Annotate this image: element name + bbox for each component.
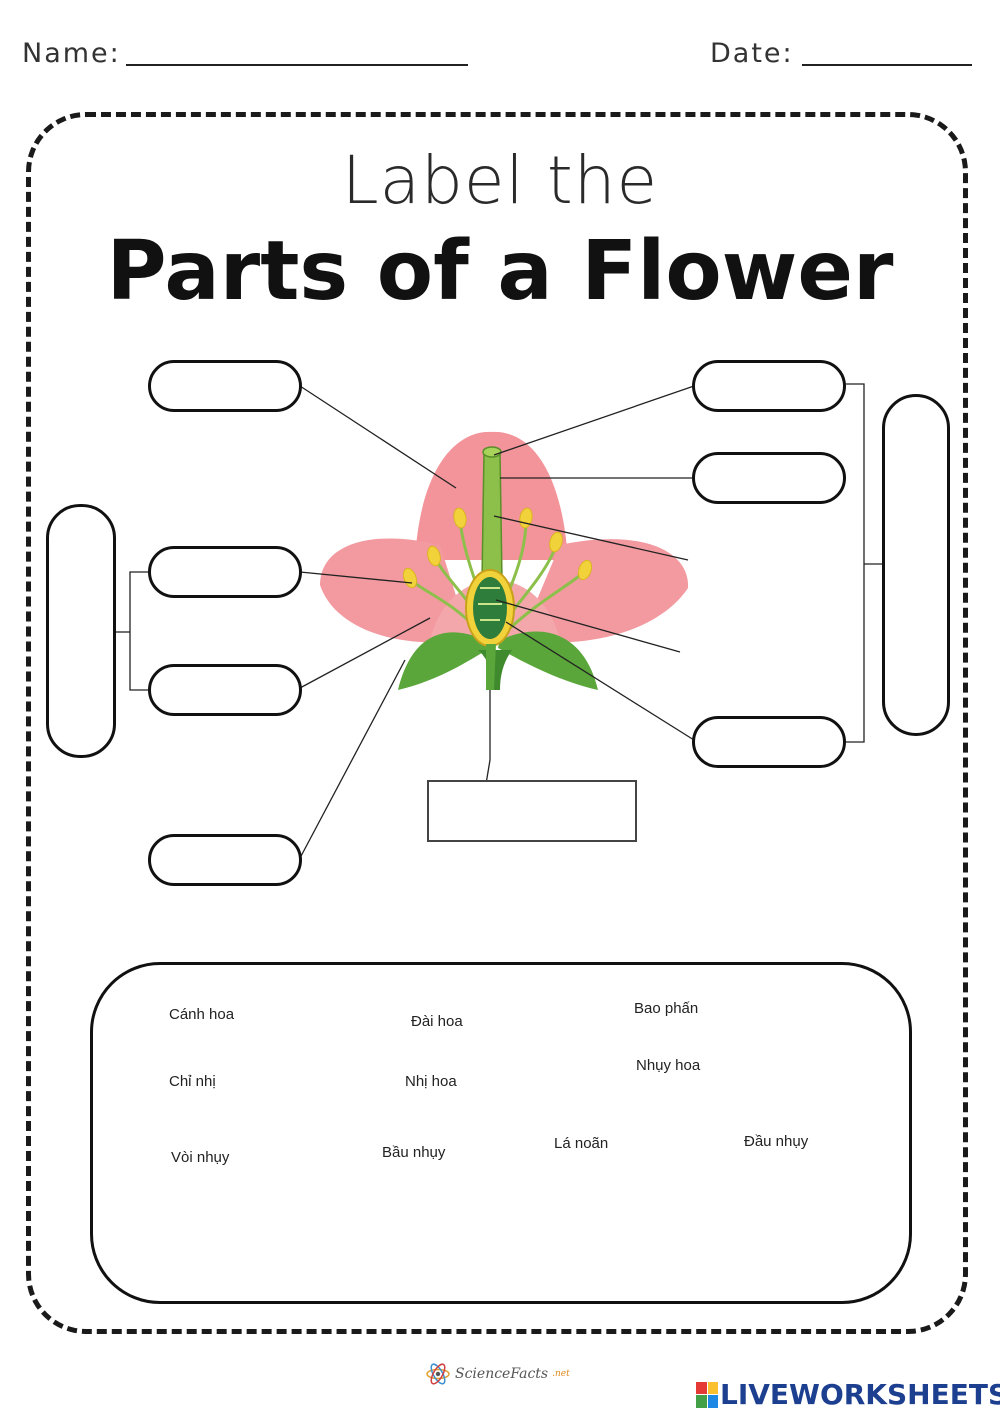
worksheet-frame xyxy=(26,112,968,1334)
leader-lines xyxy=(115,383,884,859)
word-item[interactable]: Đài hoa xyxy=(411,1013,463,1030)
label-box-ovary[interactable] xyxy=(692,716,846,768)
word-bank xyxy=(90,962,912,1304)
title-line-1: Label the xyxy=(341,142,659,219)
atom-icon xyxy=(426,1363,450,1385)
word-item[interactable]: Đầu nhụy xyxy=(744,1133,809,1150)
label-box-style[interactable] xyxy=(692,452,846,504)
pistil xyxy=(465,446,515,690)
word-item[interactable]: Nhị hoa xyxy=(405,1073,457,1090)
word-item[interactable]: Nhụy hoa xyxy=(636,1057,701,1074)
label-box-stigma[interactable] xyxy=(692,360,846,412)
date-field-line[interactable] xyxy=(802,64,972,66)
word-item[interactable]: Chỉ nhị xyxy=(169,1073,216,1090)
label-box-pistil[interactable] xyxy=(882,394,950,736)
label-box-sepal[interactable] xyxy=(148,834,302,886)
liveworksheets-logo: LIVEWORKSHEETS xyxy=(696,1378,1000,1411)
brand-text: LIVEWORKSHEETS xyxy=(720,1378,1000,1411)
label-box-anther[interactable] xyxy=(148,546,302,598)
title-line-2: Parts of a Flower xyxy=(106,224,894,319)
credit-suffix: .net xyxy=(552,1369,570,1379)
live-badge-icon xyxy=(696,1381,718,1408)
word-item[interactable]: Cánh hoa xyxy=(169,1006,235,1023)
word-item[interactable]: Bầu nhụy xyxy=(382,1144,446,1161)
label-box-petal[interactable] xyxy=(148,360,302,412)
word-item[interactable]: Lá noãn xyxy=(554,1135,609,1152)
sciencefacts-logo: ScienceFacts .net xyxy=(425,1362,570,1386)
word-item[interactable]: Bao phấn xyxy=(634,1000,699,1017)
word-item[interactable]: Vòi nhụy xyxy=(171,1149,230,1166)
flower-diagram xyxy=(115,383,884,859)
flower-sepals xyxy=(398,631,598,690)
name-label: Name: xyxy=(22,38,121,69)
label-box-filament[interactable] xyxy=(148,664,302,716)
anthers xyxy=(402,507,593,589)
date-label: Date: xyxy=(710,38,794,69)
label-box-stem[interactable] xyxy=(427,780,637,842)
name-field-line[interactable] xyxy=(126,64,468,66)
label-box-stamen[interactable] xyxy=(46,504,116,758)
credit-text: ScienceFacts xyxy=(455,1366,549,1382)
